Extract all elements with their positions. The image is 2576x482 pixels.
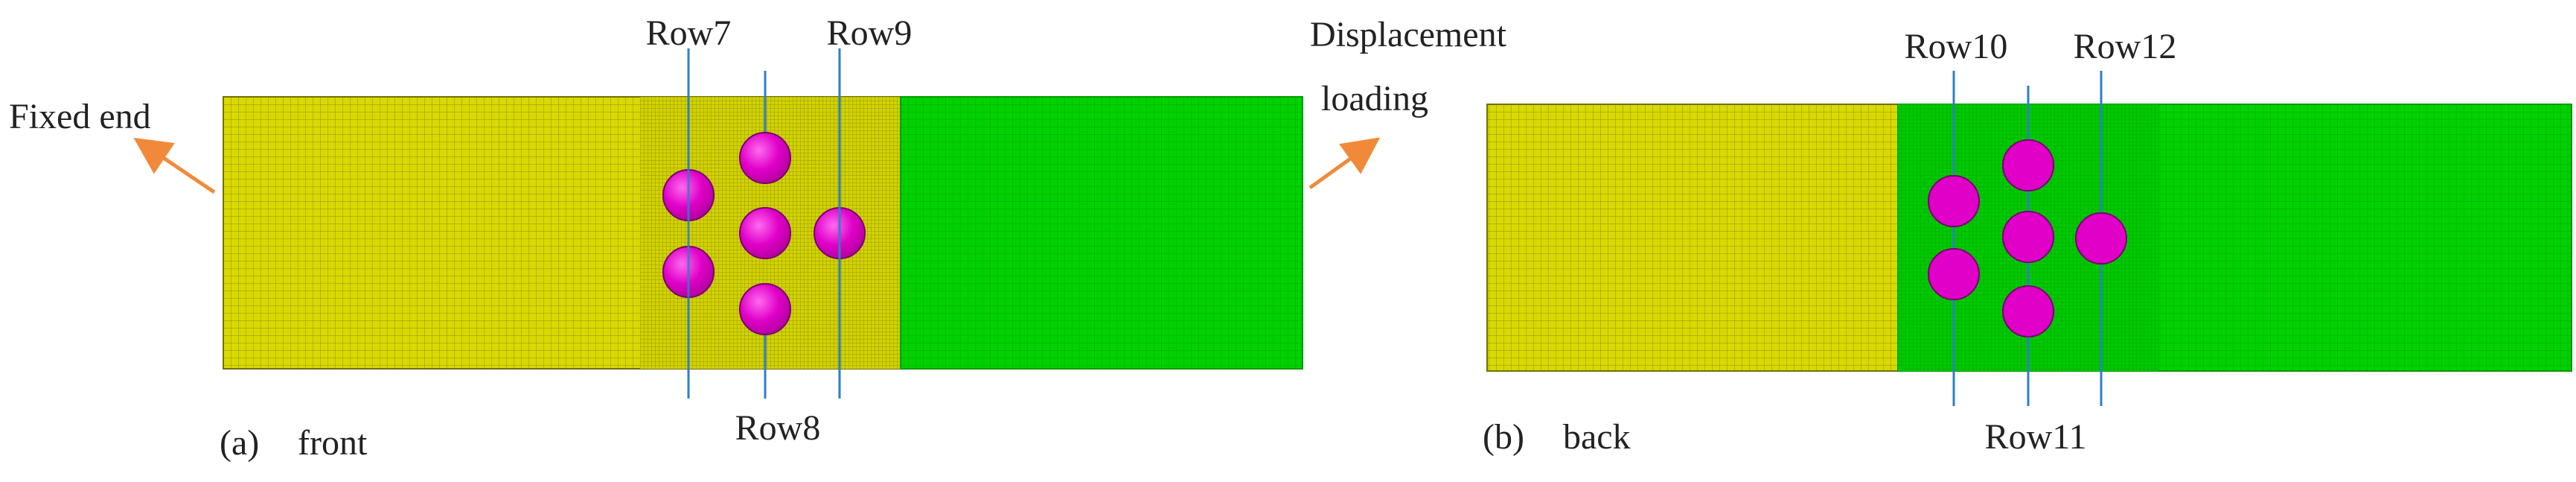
back-yellow-plate (1486, 104, 1899, 372)
row10-label: Row10 (1905, 27, 2008, 66)
front-fastener-row8-middle (739, 207, 791, 259)
front-fastener-row8-top (739, 132, 791, 184)
front-green-plate (900, 96, 1303, 370)
back-fastener-row11-bottom (2002, 285, 2054, 337)
row11-label: Row11 (1985, 417, 2087, 457)
fixed-end-arrow (133, 137, 216, 194)
row9-label: Row9 (827, 13, 913, 53)
front-fastener-row8-bottom (739, 283, 791, 335)
back-fastener-row11-top (2002, 139, 2054, 191)
row8-label: Row8 (735, 408, 821, 448)
fixed-end-label: Fixed end (9, 97, 151, 136)
back-fastener-row10-lower (1928, 248, 1980, 300)
displacement-label-line2: loading (1321, 79, 1428, 118)
displacement-arrow (1308, 137, 1381, 190)
front-panel: Row7 Row9 Row8 Fixed end Displacement lo… (9, 13, 1507, 463)
front-caption-letter: (a) (220, 423, 259, 463)
back-caption-letter: (b) (1483, 417, 1524, 457)
back-panel: Row10 Row12 Row11 (b) back (1483, 27, 2572, 457)
displacement-label-line1: Displacement (1310, 15, 1507, 54)
front-caption-word: front (298, 423, 368, 463)
row12-label: Row12 (2074, 27, 2177, 66)
back-fastener-row11-middle (2002, 211, 2054, 263)
back-fastener-row12 (2075, 212, 2127, 264)
back-caption-word: back (1563, 417, 1631, 457)
back-fastener-row10-upper (1928, 175, 1980, 227)
row7-label: Row7 (646, 13, 732, 53)
